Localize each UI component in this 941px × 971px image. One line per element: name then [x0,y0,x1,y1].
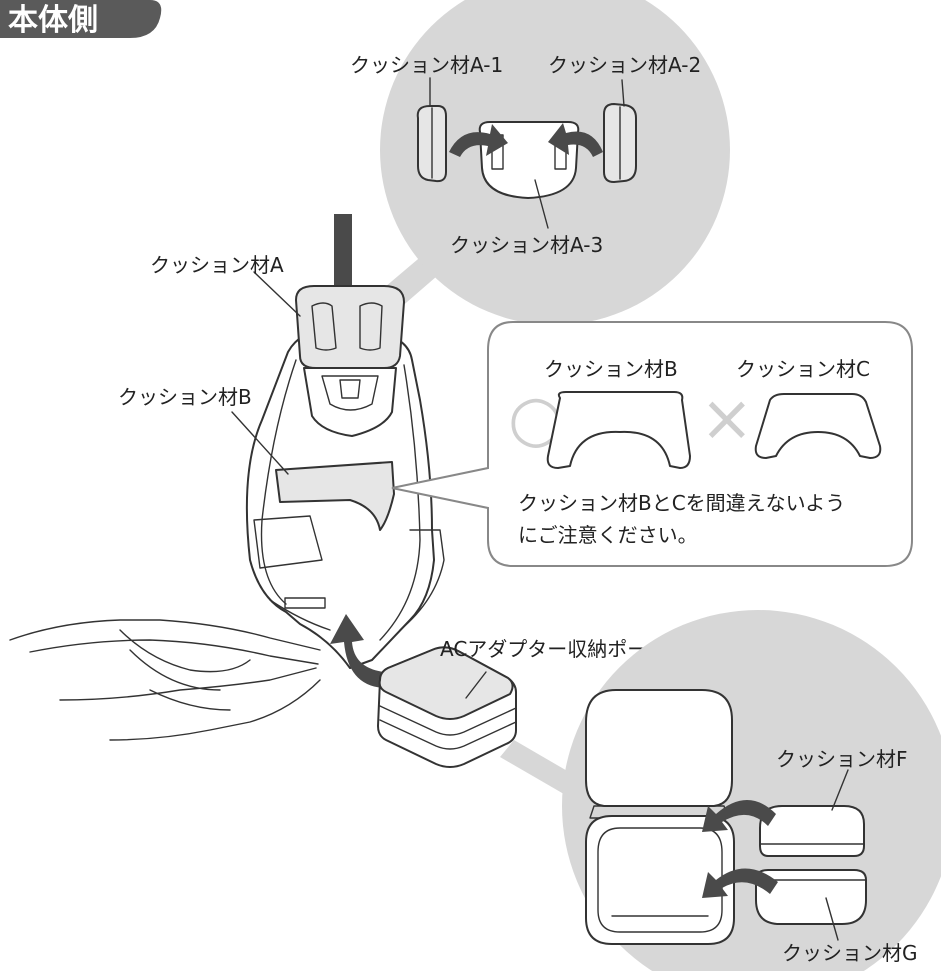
callout-cushion-c-shape [754,393,882,459]
leader-a [253,271,301,317]
leader-a3 [534,179,549,229]
leader-g [825,897,839,941]
car-seat-illustration [245,285,445,669]
cushion-a2-shape [603,103,637,183]
label-cushion-a1: クッション材A-1 [350,53,503,77]
label-cushion-a3: クッション材A-3 [450,233,603,257]
label-cushion-f: クッション材F [776,747,908,771]
leader-b [231,411,289,475]
arrow-a2-icon [548,123,603,157]
label-pouch: ACアダプター収納ポーチ [440,637,667,661]
note-line-2: にご注意ください。 [518,523,698,547]
page-title: 本体側 [8,3,98,38]
leader-f [831,769,849,811]
stroller-base-illustration [9,619,321,741]
label-cushion-a: クッション材A [150,253,284,277]
callout-label-b: クッション材B [544,357,678,381]
callout-label-c: クッション材C [736,357,870,381]
callout-cushion-b-shape [546,391,691,469]
cushion-g-shape [755,869,867,925]
arrow-f-icon [702,800,776,832]
insert-pouch-arrow-icon [330,614,384,688]
note-line-1: クッション材BとCを間違えないよう [518,491,845,515]
label-cushion-b: クッション材B [118,385,252,409]
arrow-g-icon [702,868,778,898]
label-cushion-a2: クッション材A-2 [548,53,701,77]
header-badge: 本体側 [0,0,162,38]
open-pouch-shape [585,689,735,945]
label-cushion-g: クッション材G [782,941,918,965]
cushion-f-shape [759,805,865,857]
ac-adapter-pouch-shape [377,646,517,768]
callout-box [391,321,913,567]
cushion-a1-shape [416,105,447,183]
leader-a2 [621,79,625,107]
arrow-a1-icon [449,124,508,157]
incorrect-mark-icon: × [700,382,754,456]
leader-pouch [465,671,487,699]
